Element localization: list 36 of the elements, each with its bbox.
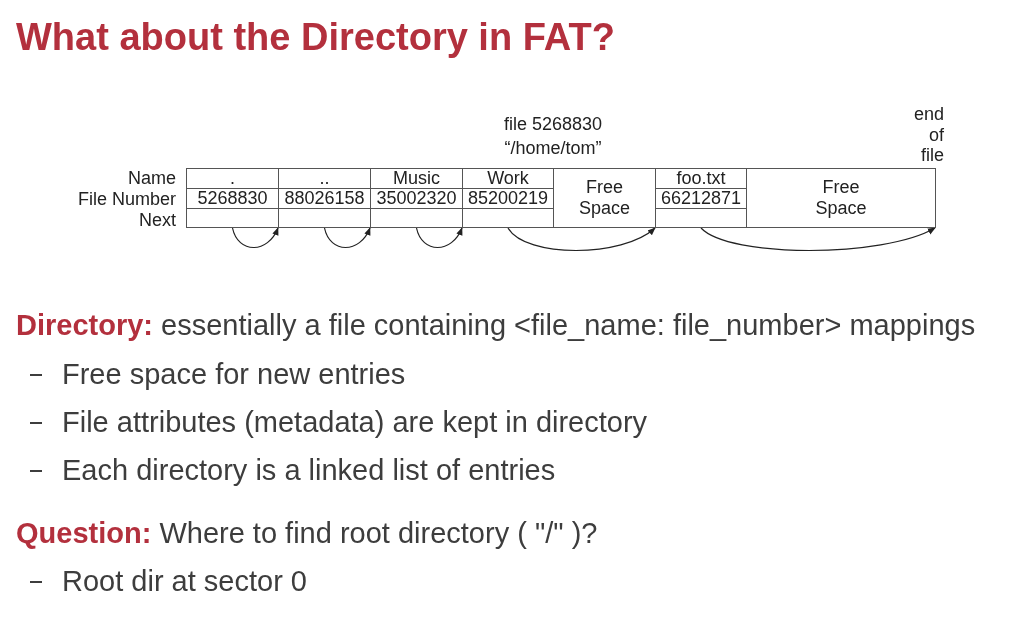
row-header: Name xyxy=(127,168,176,188)
entry-name: Work xyxy=(463,169,553,189)
directory-entry xyxy=(370,168,463,228)
file-number: 5268830 xyxy=(187,189,278,209)
arrow xyxy=(323,227,371,249)
entry-name: Music xyxy=(371,169,462,189)
free-space-block xyxy=(746,168,936,228)
directory-caption: file 5268830 “/home/tom” xyxy=(502,113,604,160)
directory-entry xyxy=(186,168,279,228)
file-number: 35002320 xyxy=(371,189,462,209)
bullet-text: Free space for new entries xyxy=(62,358,406,390)
file-number: 66212871 xyxy=(656,189,746,209)
arrow xyxy=(231,227,279,249)
entry-name: . xyxy=(187,169,278,189)
bullet-text: Root dir at sector 0 xyxy=(62,565,307,597)
directory-entry xyxy=(278,168,371,228)
arrow xyxy=(700,227,936,252)
free-space-text: Free Space xyxy=(577,177,631,219)
arrow xyxy=(415,227,463,249)
end-of-file-label: end of file xyxy=(912,104,944,166)
file-number: 85200219 xyxy=(463,189,553,209)
slide-title: What about the Directory in FAT? xyxy=(16,15,615,59)
entry-name: .. xyxy=(279,169,370,189)
directory-entry xyxy=(462,168,554,228)
directory-entry xyxy=(655,168,747,228)
lead-text: Question: Where to find root directory ( "/" )? xyxy=(16,517,598,549)
arrow xyxy=(507,227,656,252)
free-space-text: Free Space xyxy=(814,177,868,219)
bullet-text: File attributes (metadata) are kept in directory xyxy=(62,406,648,438)
row-header: File Number xyxy=(76,189,176,209)
entry-name: foo.txt xyxy=(656,169,746,189)
row-header: Next xyxy=(138,210,176,230)
lead-text: Directory: essentially a file containing <file_name: file_number> mappings xyxy=(16,309,976,341)
bullet-text: Each directory is a linked list of entries xyxy=(62,454,556,486)
free-space-block xyxy=(553,168,656,228)
file-number: 88026158 xyxy=(279,189,370,209)
